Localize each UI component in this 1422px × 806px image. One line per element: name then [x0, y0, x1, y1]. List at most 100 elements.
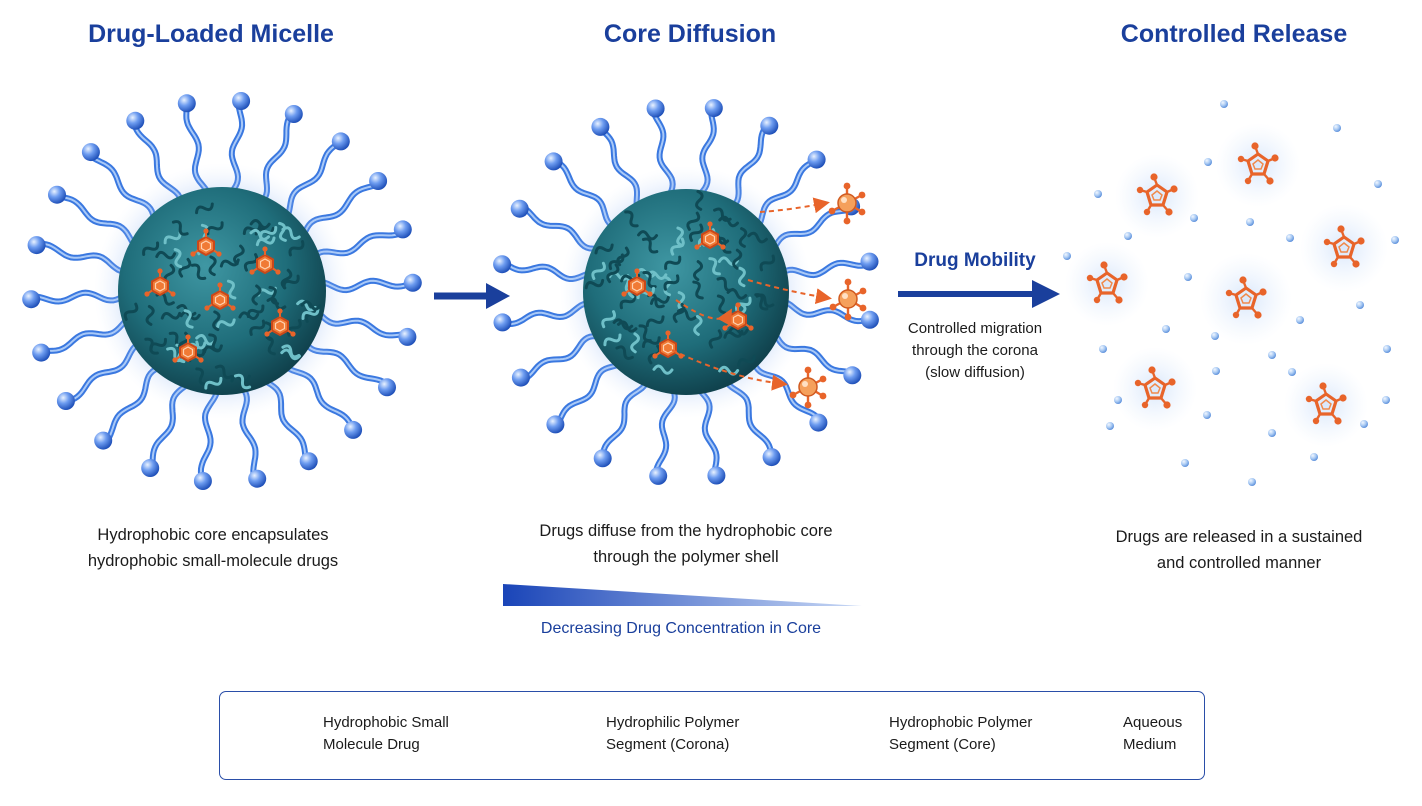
- legend-label: Segment (Corona): [606, 736, 730, 753]
- core-strand: [663, 274, 680, 291]
- legend-item-hydrophobic: Hydrophobic Polymer Segment (Core): [889, 712, 1032, 756]
- core-strand: [249, 319, 266, 336]
- core-strand: [145, 305, 155, 326]
- core-strand: [226, 279, 237, 300]
- core-strand: [723, 329, 744, 339]
- core-strand: [219, 258, 240, 268]
- core-strand: [672, 302, 686, 324]
- hydrophilic-head: [403, 273, 422, 292]
- caption-line: Drugs diffuse from the hydrophobic core: [539, 522, 833, 540]
- mobility-line: through the corona: [912, 342, 1038, 359]
- panel-title-micelle: Drug-Loaded Micelle: [88, 20, 334, 48]
- core-strand: [601, 310, 617, 329]
- hydrophilic-head: [378, 378, 396, 397]
- water-molecule: [1383, 345, 1391, 353]
- core-strand: [149, 337, 167, 352]
- water-molecule: [1094, 190, 1102, 198]
- water-molecule: [1268, 351, 1276, 359]
- legend-label: Aqueous: [1123, 714, 1183, 731]
- caption-line: through the polymer shell: [593, 548, 779, 566]
- hydrophilic-head: [48, 185, 66, 204]
- core-strand: [281, 344, 301, 359]
- core-strand: [664, 255, 682, 270]
- core-strand: [281, 226, 301, 241]
- aqueous-medium-dots: [1063, 100, 1399, 486]
- core-strand: [301, 306, 320, 320]
- hydrophilic-head: [860, 252, 879, 271]
- water-molecule: [1374, 180, 1382, 188]
- core-strand: [195, 202, 214, 215]
- legend-label: Segment (Core): [889, 736, 996, 753]
- core-strand: [652, 364, 674, 375]
- hydrophilic-head: [126, 111, 145, 130]
- panel-title-release: Controlled Release: [1120, 20, 1348, 48]
- core-strand: [266, 297, 287, 311]
- caption-diffusion: Drugs diffuse from the hydrophobic core …: [466, 518, 906, 570]
- core-strand: [255, 236, 276, 247]
- core-strand: [282, 274, 300, 290]
- water-molecule: [1184, 273, 1192, 281]
- legend-item-drug: Hydrophobic Small Molecule Drug: [323, 712, 449, 756]
- core-strand: [173, 248, 183, 269]
- core-strand: [190, 263, 207, 281]
- core-strand: [171, 220, 189, 236]
- water-molecule: [1124, 232, 1132, 240]
- process-arrow-2: [898, 280, 1060, 308]
- legend-label: Hydrophobic Polymer: [889, 714, 1033, 731]
- core-strand: [166, 346, 184, 363]
- hydrophilic-head: [843, 366, 862, 385]
- core-strand: [638, 324, 652, 343]
- core-strand: [677, 291, 686, 312]
- water-molecule: [1246, 218, 1254, 226]
- core-strand: [692, 260, 704, 282]
- core-strand: [268, 285, 280, 306]
- micelle-diffusing: [493, 99, 879, 485]
- core-strand: [716, 276, 735, 292]
- hydrophilic-head: [193, 472, 212, 490]
- water-molecule: [1248, 478, 1256, 486]
- water-molecule: [1190, 214, 1198, 222]
- core-strand: [280, 268, 293, 290]
- core-strand: [738, 266, 746, 288]
- core-strand: [649, 295, 670, 305]
- micelle-loaded: [22, 92, 422, 490]
- core-strand: [204, 376, 223, 390]
- hydrophilic-head: [248, 469, 267, 488]
- core-strand: [603, 333, 622, 347]
- hydrophilic-head: [22, 290, 41, 309]
- hydrophilic-head: [649, 466, 668, 485]
- hydrophilic-head: [760, 116, 779, 135]
- hydrophilic-head: [707, 466, 726, 485]
- hydrophobic-core: [583, 189, 789, 395]
- water-molecule: [1286, 234, 1294, 242]
- core-strand: [663, 275, 672, 297]
- core-strand: [676, 226, 684, 247]
- core-strand: [264, 321, 274, 342]
- legend-label: Hydrophobic Small: [323, 714, 449, 731]
- core-strand: [584, 278, 605, 290]
- water-molecule: [1310, 453, 1318, 461]
- core-strand: [606, 263, 620, 284]
- water-molecule: [1203, 411, 1211, 419]
- water-molecule: [1360, 420, 1368, 428]
- legend-item-aqueous: Aqueous Medium: [1123, 712, 1182, 756]
- core-strand: [288, 240, 305, 257]
- legend-box: Hydrophobic Small Molecule Drug Hydrophi…: [219, 691, 1205, 780]
- hydrophilic-head: [27, 236, 46, 255]
- caption-release: Drugs are released in a sustained and co…: [1019, 524, 1422, 576]
- core-texture: [584, 190, 776, 376]
- core-strand: [612, 318, 634, 331]
- water-molecule: [1220, 100, 1228, 108]
- core-strand: [737, 354, 756, 367]
- hydrophilic-head: [807, 150, 826, 169]
- core-strand: [630, 332, 640, 354]
- core-strand: [214, 364, 234, 380]
- water-molecule: [1268, 429, 1276, 437]
- hydrophilic-head: [177, 94, 196, 113]
- core-strand: [249, 219, 271, 230]
- hydrophilic-head: [344, 420, 363, 439]
- caption-micelle: Hydrophobic core encapsulates hydrophobi…: [0, 522, 433, 574]
- hydrophilic-head: [704, 99, 723, 118]
- core-strand: [641, 237, 659, 254]
- core-strand: [251, 284, 262, 306]
